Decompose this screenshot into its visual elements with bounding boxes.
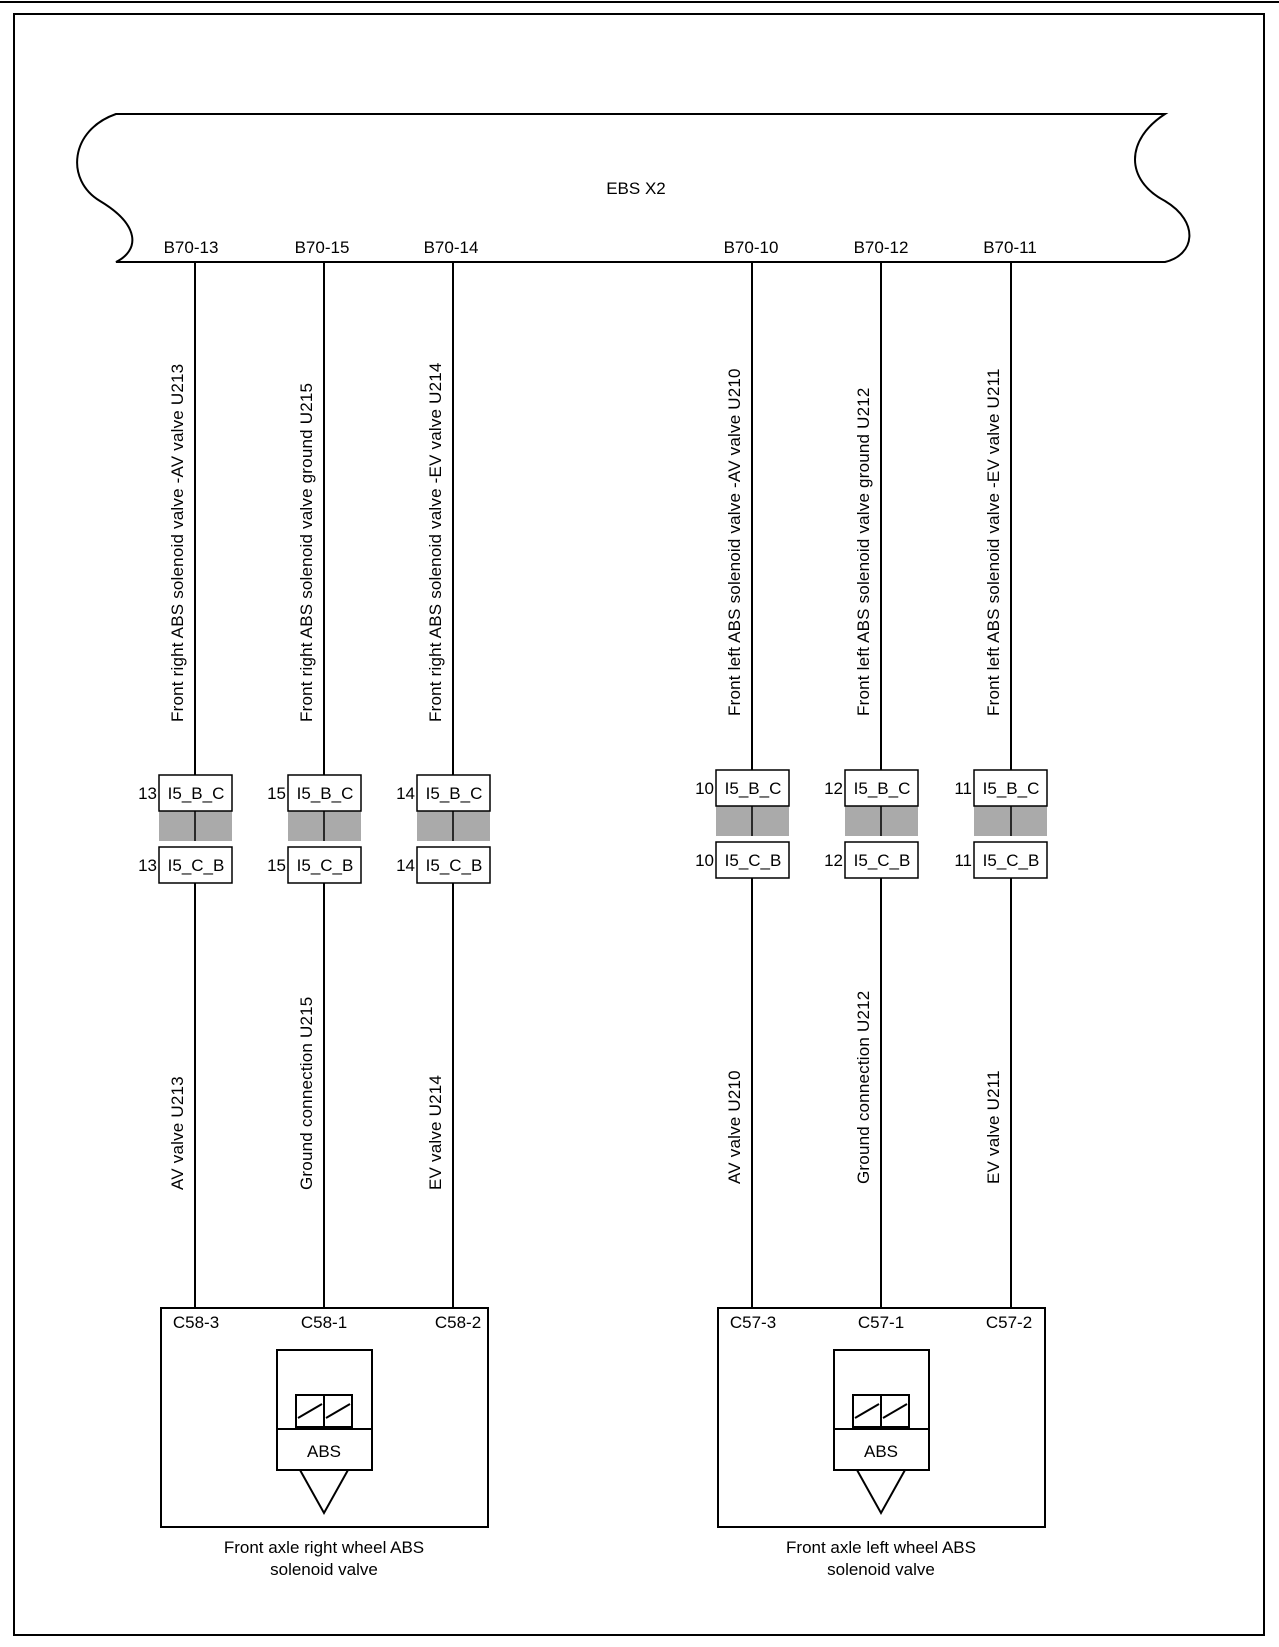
valve-symbol-label: ABS xyxy=(864,1442,898,1461)
valve-arrow-icon xyxy=(855,1469,907,1516)
module-pin-label: B70-10 xyxy=(724,238,779,257)
connector-top-box xyxy=(287,774,362,812)
valve-housing xyxy=(160,1307,489,1528)
connector-bottom-label: I5_C_B xyxy=(297,856,354,875)
coil-winding xyxy=(297,1403,323,1419)
connector-top-label: I5_B_C xyxy=(983,779,1040,798)
module-pin-label: B70-15 xyxy=(295,238,350,257)
connector-top-label: I5_B_C xyxy=(297,784,354,803)
valve-pin-label: C58-2 xyxy=(435,1313,481,1332)
wire-upper-label: Front right ABS solenoid valve ground U2… xyxy=(297,383,316,722)
valve-housing xyxy=(717,1307,1046,1528)
wire-lower-label: Ground connection U212 xyxy=(854,991,873,1184)
valve-right-wheel: C58-3 C58-1 C58-2 ABS xyxy=(160,1307,489,1528)
coil-winding xyxy=(325,1403,351,1419)
valve-caption: Front axle right wheel ABS xyxy=(224,1538,424,1557)
inline-connector: 12 I5_B_C 12 I5_C_B xyxy=(824,769,919,879)
module-pin-label: B70-14 xyxy=(424,238,479,257)
connector-pin-number: 14 xyxy=(396,856,415,875)
module-pin-label: B70-13 xyxy=(164,238,219,257)
connector-top-label: I5_B_C xyxy=(426,784,483,803)
connector-top-label: I5_B_C xyxy=(725,779,782,798)
connector-pin-number: 15 xyxy=(267,856,286,875)
wire-upper-label: Front right ABS solenoid valve -AV valve… xyxy=(168,364,187,722)
wire-upper-label: Front left ABS solenoid valve -AV valve … xyxy=(725,368,744,716)
inline-connector: 13 I5_B_C 13 I5_C_B xyxy=(138,774,233,884)
valve-pin-label: C57-3 xyxy=(730,1313,776,1332)
valve-pin-label: C58-1 xyxy=(301,1313,347,1332)
valve-arrow-icon xyxy=(298,1469,350,1516)
valve-pin-label: C57-2 xyxy=(986,1313,1032,1332)
connector-top-box xyxy=(973,769,1048,807)
connector-bottom-box xyxy=(416,846,491,884)
connector-top-box xyxy=(158,774,233,812)
valve-caption: Front axle left wheel ABS xyxy=(786,1538,976,1557)
connector-top-box xyxy=(844,769,919,807)
connector-pin-number: 11 xyxy=(954,779,972,798)
connector-pin-number: 13 xyxy=(138,784,157,803)
wire-lower-label: AV valve U213 xyxy=(168,1076,187,1190)
connector-pin-number: 14 xyxy=(396,784,415,803)
connector-pin-number: 13 xyxy=(138,856,157,875)
connector-pin-number: 15 xyxy=(267,784,286,803)
connector-pin-number: 10 xyxy=(695,779,714,798)
connector-pin-number: 12 xyxy=(824,779,843,798)
valve-pin-label: C58-3 xyxy=(173,1313,219,1332)
module-pin-label: B70-12 xyxy=(854,238,909,257)
connector-bottom-box xyxy=(287,846,362,884)
wire-lower-label: EV valve U214 xyxy=(426,1075,445,1190)
wire-lower-label: EV valve U211 xyxy=(984,1070,1003,1184)
connector-bottom-label: I5_C_B xyxy=(168,856,225,875)
valve-caption: solenoid valve xyxy=(827,1560,935,1579)
diagram-frame xyxy=(13,13,1265,1636)
ebs-module-outline xyxy=(76,113,1191,263)
connector-top-box xyxy=(715,769,790,807)
connector-bottom-label: I5_C_B xyxy=(426,856,483,875)
connector-pin-number: 11 xyxy=(954,851,972,870)
module-pin-label: B70-11 xyxy=(983,238,1037,257)
connector-pin-number: 10 xyxy=(695,851,714,870)
wire-upper-label: Front right ABS solenoid valve -EV valve… xyxy=(426,362,445,722)
inline-connector: 14 I5_B_C 14 I5_C_B xyxy=(396,774,491,884)
connector-bottom-label: I5_C_B xyxy=(854,851,911,870)
connector-top-label: I5_B_C xyxy=(854,779,911,798)
connector-bottom-box xyxy=(973,841,1048,879)
coil-winding xyxy=(882,1403,908,1419)
valve-caption: solenoid valve xyxy=(270,1560,378,1579)
ebs-module-name: EBS X2 xyxy=(606,179,666,198)
valve-left-wheel: C57-3 C57-1 C57-2 ABS xyxy=(717,1307,1046,1528)
inline-connector: 15 I5_B_C 15 I5_C_B xyxy=(267,774,362,884)
valve-symbol-label: ABS xyxy=(307,1442,341,1461)
connector-pin-number: 12 xyxy=(824,851,843,870)
connector-top-label: I5_B_C xyxy=(168,784,225,803)
wire-lower-label: AV valve U210 xyxy=(725,1070,744,1184)
wire-upper-label: Front left ABS solenoid valve -EV valve … xyxy=(984,368,1003,716)
valve-pin-label: C57-1 xyxy=(858,1313,904,1332)
connector-bottom-label: I5_C_B xyxy=(983,851,1040,870)
wire-lower-label: Ground connection U215 xyxy=(297,997,316,1190)
coil-winding xyxy=(854,1403,880,1419)
wire-upper-label: Front left ABS solenoid valve ground U21… xyxy=(854,387,873,716)
connector-bottom-label: I5_C_B xyxy=(725,851,782,870)
inline-connector: 10 I5_B_C 10 I5_C_B xyxy=(695,769,790,879)
connector-top-box xyxy=(416,774,491,812)
inline-connector: 11 I5_B_C 11 I5_C_B xyxy=(954,769,1048,879)
